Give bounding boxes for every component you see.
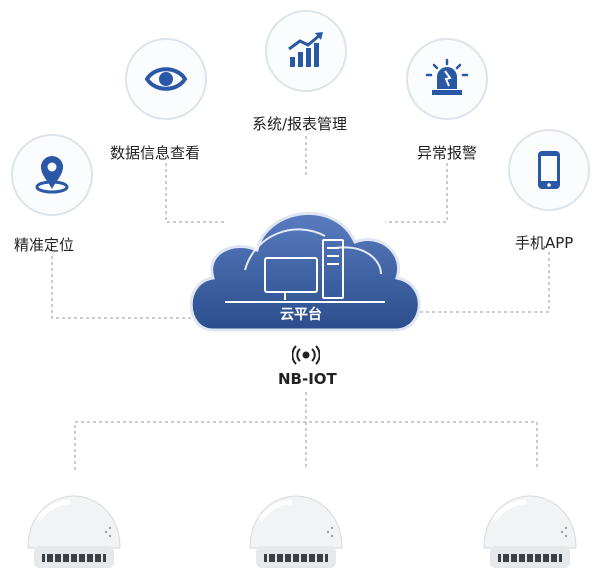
smoke-detector-icon [249, 495, 343, 568]
eye-icon [144, 67, 188, 91]
smoke-detector-icon [27, 495, 121, 568]
feature-alarm-label: 异常报警 [417, 144, 478, 162]
feature-mobile-app-label: 手机APP [515, 234, 574, 252]
smoke-detector-2 [249, 495, 343, 568]
feature-location [10, 133, 94, 217]
bar-chart-icon [288, 32, 323, 67]
feature-report-management-label: 系统/报表管理 [252, 115, 348, 133]
cloud-platform-label: 云平台 [280, 307, 322, 323]
alarm-siren-icon [425, 58, 469, 95]
smoke-detector-icon [483, 495, 577, 568]
feature-alarm [405, 37, 489, 121]
smoke-detector-3 [483, 495, 577, 568]
feature-location-label: 精准定位 [14, 236, 75, 254]
smoke-detector-1 [27, 495, 121, 568]
network-label: NB-IOT [278, 370, 337, 388]
wireless-signal-icon [292, 345, 320, 365]
feature-mobile-app [507, 128, 591, 212]
cloud-platform [189, 211, 421, 332]
smartphone-icon [538, 151, 560, 189]
feature-report-management [264, 9, 348, 93]
location-pin-icon [35, 156, 69, 194]
feature-data-view-label: 数据信息查看 [110, 144, 201, 162]
feature-data-view [124, 37, 208, 121]
